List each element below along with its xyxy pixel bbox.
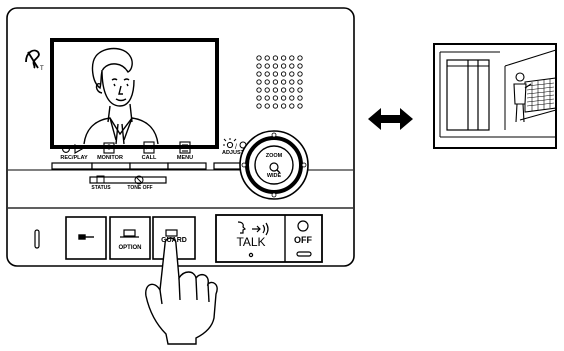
double-arrow-icon (368, 108, 413, 130)
speaker-hole (280, 71, 287, 77)
menu-icon (179, 141, 191, 154)
speaker-hole (289, 71, 295, 77)
off-button-label[interactable]: OFF (294, 235, 312, 245)
guard-icon (165, 229, 178, 237)
speaker-hole (297, 55, 303, 61)
speaker-hole (280, 103, 287, 109)
adjust-label: ADJUST (221, 150, 244, 156)
speaker-hole (297, 79, 303, 85)
speaker-hole (272, 63, 279, 69)
speaker-hole (272, 103, 279, 109)
speaker-hole (289, 87, 295, 93)
adjust-button[interactable] (214, 163, 248, 169)
option-button[interactable] (110, 217, 150, 259)
guard-button[interactable] (153, 217, 195, 259)
talk-button-label[interactable]: TALK (236, 235, 266, 249)
finger-pressing-hand (145, 237, 218, 345)
speaker-hole (297, 87, 303, 93)
rec-play-label: REC/PLAY (60, 155, 88, 161)
speaker-hole (280, 55, 287, 61)
speaker-grille (256, 55, 303, 109)
rec-play-button[interactable] (52, 163, 92, 169)
speaker-hole (289, 103, 295, 109)
speaker-hole (297, 95, 303, 101)
microphone-slot (34, 229, 40, 249)
speaker-hole (264, 55, 270, 61)
speaker-hole (256, 103, 262, 109)
option-icon (120, 229, 139, 238)
menu-button[interactable] (168, 163, 206, 169)
monitor-label: MONITOR (97, 155, 123, 161)
speaker-hole (256, 71, 262, 77)
status-tone-off-button[interactable] (90, 177, 166, 183)
speaker-hole (264, 79, 270, 85)
speaker-hole (272, 79, 279, 85)
speaker-hole (280, 95, 287, 101)
speaker-hole (264, 103, 270, 109)
status-label: STATUS (91, 185, 111, 191)
speaker-hole (256, 95, 262, 101)
speaker-hole (289, 55, 295, 61)
guard-button-label[interactable]: GUARD (161, 237, 187, 244)
talk-button[interactable] (216, 215, 285, 262)
speaker-hole (280, 79, 287, 85)
off-button[interactable] (285, 215, 322, 262)
speaker-hole (280, 63, 287, 69)
speaker-hole (256, 87, 262, 93)
option-button-label[interactable]: OPTION (118, 245, 142, 251)
off-icon (296, 220, 312, 257)
visitor-face-illustration (83, 47, 159, 145)
speaker-hole (280, 87, 287, 93)
speaker-hole (297, 71, 303, 77)
status-icon (96, 175, 105, 184)
speaker-hole (289, 79, 295, 85)
speaker-hole (272, 95, 279, 101)
speaker-hole (264, 87, 270, 93)
tone-off-icon (134, 175, 144, 185)
speaker-hole (272, 87, 279, 93)
speaker-hole (272, 55, 279, 61)
speaker-hole (264, 71, 270, 77)
speaker-hole (272, 71, 279, 77)
call-button[interactable] (130, 163, 168, 169)
speaker-hole (289, 95, 295, 101)
rec-play-icon (62, 144, 84, 154)
screen-frame (50, 38, 219, 149)
zoom-dial (239, 130, 309, 200)
svg-text:T: T (40, 66, 44, 72)
speaker-hole (297, 103, 303, 109)
adjust-icon: / (223, 138, 247, 151)
svg-text:/: / (235, 144, 237, 151)
speaker-hole (256, 79, 262, 85)
speaker-hole (297, 63, 303, 69)
call-icon (143, 141, 155, 154)
hearing-loop-logo: T (25, 49, 44, 72)
key-icon (78, 234, 94, 240)
key-button[interactable] (66, 217, 106, 259)
speaker-hole (256, 63, 262, 69)
zoom-label[interactable]: ZOOM (265, 153, 283, 159)
monitor-button[interactable] (92, 163, 130, 169)
wide-label[interactable]: WIDE (266, 173, 282, 179)
speaker-hole (289, 63, 295, 69)
talk-icon (237, 221, 269, 258)
camera-view-illustration (433, 43, 557, 149)
menu-label: MENU (176, 155, 194, 161)
speaker-hole (256, 55, 262, 61)
call-label: CALL (141, 155, 157, 161)
tone-off-label: TONE OFF (127, 185, 153, 191)
speaker-hole (264, 63, 270, 69)
monitor-icon (103, 142, 115, 154)
speaker-hole (264, 95, 270, 101)
